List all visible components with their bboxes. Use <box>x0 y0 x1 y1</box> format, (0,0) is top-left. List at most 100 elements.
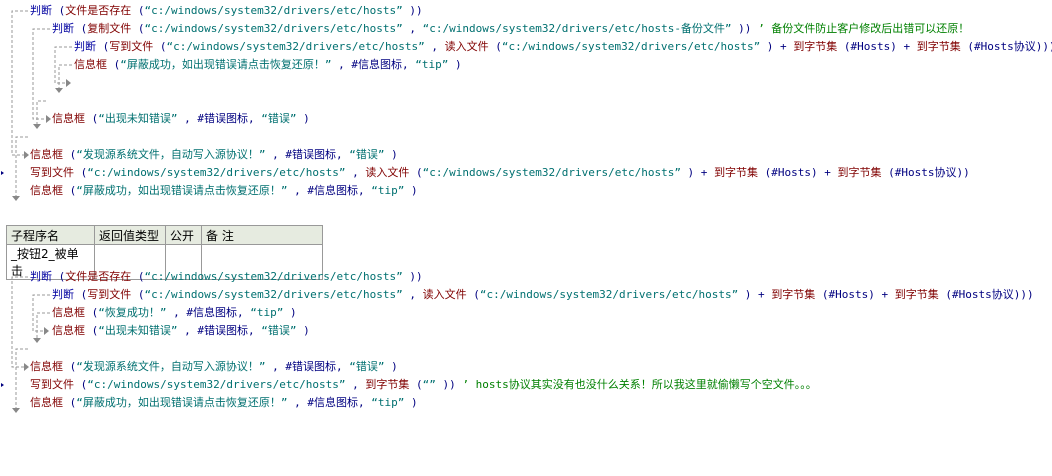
code-token-fn: 文件是否存在 <box>65 4 132 17</box>
public-cell[interactable] <box>165 244 202 280</box>
code-line[interactable]: 信息框 (“发现源系统文件，自动写入源协议！” , #错误图标, “错误” ) <box>0 358 1052 376</box>
code-token-op: , <box>345 166 366 179</box>
arrow-right-icon <box>66 79 71 87</box>
code-token-fn: 到字节集 <box>793 40 838 53</box>
subroutine-name-cell[interactable]: _按钮2_被单击 <box>6 244 95 280</box>
code-token-op: , <box>177 324 198 337</box>
code-token-const: #信息图标 <box>307 396 358 409</box>
code-line[interactable]: 信息框 (“发现源系统文件，自动写入源协议！” , #错误图标, “错误” ) <box>0 146 1052 164</box>
arrow-right-icon <box>46 115 51 123</box>
code-line[interactable]: 判断 (写到文件 (“c:/windows/system32/drivers/e… <box>0 286 1052 304</box>
table-row[interactable]: _按钮2_被单击 <box>6 244 323 280</box>
code-token-op: ( <box>52 270 66 283</box>
code-token-op: (#Hosts) + <box>758 166 838 179</box>
code-token-str: “屏蔽成功，如出现错误请点击恢复还原！” <box>120 58 332 71</box>
code-token-str: “tip” <box>415 58 449 71</box>
code-token-const: #信息图标 <box>186 306 237 319</box>
code-line[interactable]: 判断 (写到文件 (“c:/windows/system32/drivers/e… <box>0 38 1052 56</box>
code-line[interactable]: 判断 (文件是否存在 (“c:/windows/system32/drivers… <box>0 2 1052 20</box>
code-token-str: “错误” <box>349 360 385 373</box>
code-token-op: ( <box>85 306 99 319</box>
code-token-op: , <box>287 396 308 409</box>
arrow-down-icon <box>12 408 20 413</box>
code-token-op: ( <box>74 22 88 35</box>
code-line[interactable]: 信息框 (“屏蔽成功，如出现错误请点击恢复还原！” , #信息图标, “tip”… <box>0 56 1052 74</box>
code-token-op: , <box>336 148 350 161</box>
code-token-op: , <box>265 148 286 161</box>
code-token-fn: 到字节集 <box>837 166 882 179</box>
code-line[interactable]: 信息框 (“出现未知错误” , #错误图标, “错误” ) <box>0 322 1052 340</box>
code-token-const: #错误图标 <box>197 324 248 337</box>
code-token-op: ( <box>63 396 77 409</box>
code-token-op: , <box>177 112 198 125</box>
code-token-fn: 信息框 <box>30 396 63 409</box>
code-token-str: “屏蔽成功，如出现错误请点击恢复还原！” <box>76 184 288 197</box>
code-token-op: , <box>402 58 416 71</box>
code-token-str: “tip” <box>250 306 284 319</box>
code-line[interactable] <box>0 340 1052 358</box>
code-token-op: , <box>248 324 262 337</box>
code-token-op: , <box>287 184 308 197</box>
code-token-op: ) <box>296 324 310 337</box>
code-token-op: (#Hosts协议))) <box>938 288 1034 301</box>
code-line[interactable] <box>0 128 1052 146</box>
code-line[interactable]: 判断 (复制文件 (“c:/windows/system32/drivers/e… <box>0 20 1052 38</box>
code-token-const: #信息图标 <box>307 184 358 197</box>
code-token-op: , <box>345 378 366 391</box>
code-line[interactable]: 信息框 (“屏蔽成功，如出现错误请点击恢复还原！” , #信息图标, “tip”… <box>0 182 1052 200</box>
code-token-op: , <box>331 58 352 71</box>
code-token-op: ( <box>63 184 77 197</box>
code-line[interactable]: 写到文件 (“c:/windows/system32/drivers/etc/h… <box>0 376 1052 394</box>
code-token-op: ( <box>85 112 99 125</box>
code-token-const: #错误图标 <box>285 148 336 161</box>
code-token-kw: 判断 <box>30 4 52 17</box>
code-token-op: ) <box>404 396 418 409</box>
code-line[interactable]: 写到文件 (“c:/windows/system32/drivers/etc/h… <box>0 164 1052 182</box>
code-token-op: )) <box>402 4 423 17</box>
code-token-kw: 判断 <box>30 270 52 283</box>
code-token-fn: 信息框 <box>52 306 85 319</box>
code-token-fn: 文件是否存在 <box>65 270 132 283</box>
code-token-comment: ’ hosts协议其实没有也没什么关系！所以我这里就偷懒写个空文件。。。 <box>462 378 817 391</box>
return-type-cell[interactable] <box>94 244 166 280</box>
code-line[interactable] <box>0 74 1052 92</box>
code-token-str: “屏蔽成功，如出现错误请点击恢复还原！” <box>76 396 288 409</box>
code-line[interactable]: 判断 (文件是否存在 (“c:/windows/system32/drivers… <box>0 268 1052 286</box>
code-token-str: “出现未知错误” <box>98 112 178 125</box>
code-token-op: , <box>166 306 187 319</box>
code-token-op: ( <box>107 58 121 71</box>
code-token-str: “恢复成功！” <box>98 306 167 319</box>
code-token-str: “c:/windows/system32/drivers/etc/hosts-备… <box>422 22 732 35</box>
code-token-op: ) <box>448 58 462 71</box>
code-token-str: “错误” <box>349 148 385 161</box>
code-line[interactable] <box>0 92 1052 110</box>
remarks-cell[interactable] <box>201 244 323 280</box>
code-token-str: “错误” <box>261 324 297 337</box>
code-token-str: “c:/windows/system32/drivers/etc/hosts” <box>479 288 739 301</box>
table-header-row: 子程序名 返回值类型 公开 备 注 <box>6 225 323 245</box>
header-public: 公开 <box>165 225 202 245</box>
code-token-fn: 到字节集 <box>894 288 939 301</box>
code-token-op: (#Hosts协议)) <box>881 166 970 179</box>
code-line[interactable]: 信息框 (“恢复成功！” , #信息图标, “tip” ) <box>0 304 1052 322</box>
code-block-1: 判断 (文件是否存在 (“c:/windows/system32/drivers… <box>0 2 1052 200</box>
code-line[interactable]: 信息框 (“屏蔽成功，如出现错误请点击恢复还原！” , #信息图标, “tip”… <box>0 394 1052 412</box>
code-block-2: 判断 (文件是否存在 (“c:/windows/system32/drivers… <box>0 268 1052 412</box>
code-token-str: “c:/windows/system32/drivers/etc/hosts” <box>422 166 681 179</box>
code-token-str: “发现源系统文件，自动写入源协议！” <box>76 360 266 373</box>
code-token-kw: 判断 <box>52 288 74 301</box>
code-token-fn: 到字节集 <box>771 288 816 301</box>
code-token-op: ) <box>296 112 310 125</box>
code-token-fn: 读入文件 <box>444 40 489 53</box>
code-token-op: ( <box>488 40 502 53</box>
code-token-op: ( <box>74 378 88 391</box>
code-token-op: ( <box>409 166 423 179</box>
code-token-op: , <box>336 360 350 373</box>
code-token-str: “c:/windows/system32/drivers/etc/hosts” <box>144 4 403 17</box>
code-line[interactable]: 信息框 (“出现未知错误” , #错误图标, “错误” ) <box>0 110 1052 128</box>
code-token-str: “c:/windows/system32/drivers/etc/hosts” <box>87 378 346 391</box>
code-token-const: #错误图标 <box>197 112 248 125</box>
code-token-fn: 信息框 <box>52 112 85 125</box>
code-token-fn: 复制文件 <box>87 22 132 35</box>
